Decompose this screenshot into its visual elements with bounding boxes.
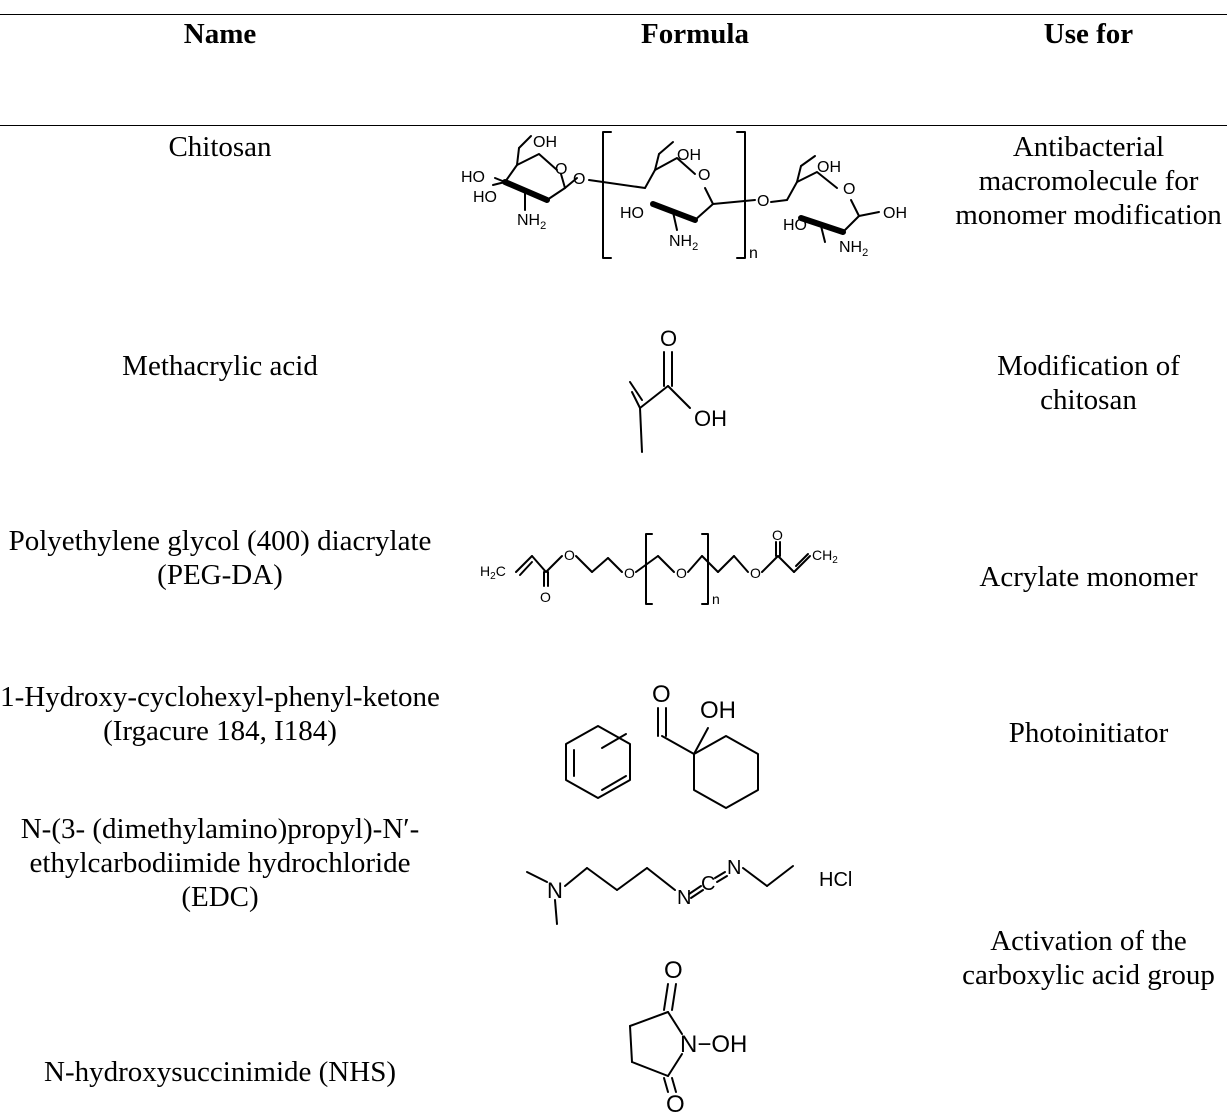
row-name-chitosan: Chitosan [168,131,272,163]
label-o-ring-3: O [843,181,855,198]
row-use-pegda: Acrylate monomer [979,561,1198,593]
header-name: Name [183,18,257,50]
label-ho-3: HO [620,205,644,222]
label-oh-irgacure: OH [700,697,736,724]
label-ho-4: HO [783,217,807,234]
label-o-3: O [676,565,687,581]
label-o-carbonyl: O [660,326,677,351]
chitosan-structure: OH O HO HO NH2 O n OH O HO NH2 O OH O HO… [461,131,907,262]
row-use-chitosan: Antibacterial macromolecule for monomer … [955,131,1222,231]
peg-bracket-right [701,533,709,605]
label-o-2: O [624,565,635,581]
irgacure-structure: O OH [565,681,759,809]
glucosamine-unit [492,135,578,211]
label-o-1: O [564,547,575,563]
label-o-nhs-top: O [664,957,683,984]
label-n-amine: N [547,878,563,903]
label-o-nhs-bottom: O [666,1091,685,1113]
label-oh-1: OH [533,134,557,151]
label-o-ketone: O [652,681,671,708]
label-ho-2: HO [473,189,497,206]
label-h2c: H2C [480,563,506,582]
label-nh2-1: NH2 [517,212,546,232]
row-name-methacrylic-acid: Methacrylic acid [122,350,318,382]
label-nh2-3: NH2 [839,239,868,259]
glucosamine-unit-end [770,155,880,243]
header-formula: Formula [641,18,749,50]
label-o-ester-2: O [772,527,783,543]
row-name-pegda: Polyethylene glycol (400) diacrylate (PE… [8,525,432,591]
label-n-repeat: n [749,245,758,262]
row-use-methacrylic-acid: Modification of chitosan [997,350,1180,416]
top-rule [0,14,1227,15]
label-oh-acid: OH [694,406,727,431]
label-c-carbodiimide: C [701,873,715,895]
bracket-left [602,131,612,259]
label-o-ring-2: O [698,167,710,184]
row-name-edc: N-(3- (dimethylamino)propyl)-N′-ethylcar… [20,813,420,913]
glucosamine-unit-repeat [588,141,756,231]
header-use: Use for [1043,18,1134,50]
row-use-irgacure: Photoinitiator [1008,717,1169,749]
label-nh2-2: NH2 [669,233,698,253]
label-o-4: O [750,565,761,581]
label-o-ring-1: O [555,161,567,178]
nhs-structure: O N−OH O [629,957,747,1113]
label-ch2: CH2 [812,547,838,566]
methacrylic-acid-structure: O OH [629,326,727,453]
label-o-link-2: O [757,193,769,210]
peg-bracket-left [645,533,653,605]
label-o-ester-1: O [540,589,551,605]
label-o-link-1: O [573,171,585,188]
label-oh-2: OH [677,147,701,164]
label-n-carbodiimide-2: N [727,857,741,879]
label-oh-3: OH [817,159,841,176]
row-name-irgacure: 1-Hydroxy-cyclohexyl-phenyl-ketone (Irga… [0,681,440,747]
label-oh-4: OH [883,205,907,222]
label-n-oh: N−OH [680,1031,747,1058]
label-hcl: HCl [819,869,852,891]
label-ho-1: HO [461,169,485,186]
pegda-structure: H2C O O O O n O O CH2 [480,527,838,607]
label-n-peg: n [712,591,720,607]
row-name-nhs: N-hydroxysuccinimide (NHS) [44,1056,396,1088]
edc-structure: N N C N HCl [526,857,852,925]
label-n-carbodiimide-1: N [677,887,691,909]
header-rule [0,125,1227,126]
row-use-activation: Activation of the carboxylic acid group [962,925,1215,991]
bracket-right [736,131,746,259]
